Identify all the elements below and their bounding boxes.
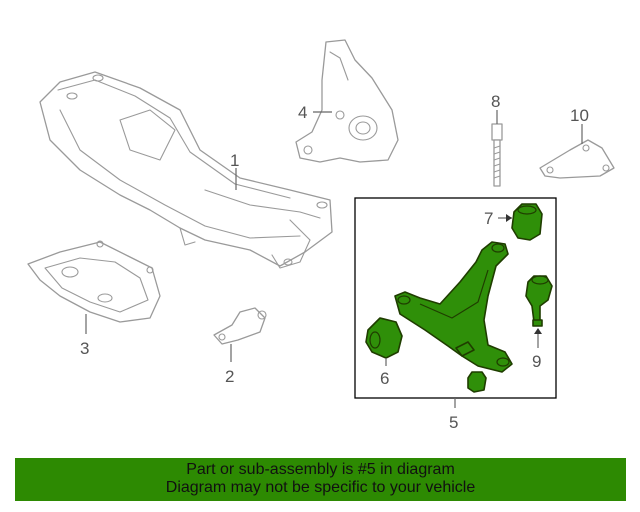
arrow-9 (534, 328, 542, 334)
part-nut (467, 371, 487, 393)
part-knuckle (295, 39, 399, 163)
info-banner: Part or sub-assembly is #5 in diagram Di… (15, 458, 626, 501)
part-bracket (213, 307, 267, 345)
callout-8: 8 (491, 92, 500, 111)
part-bushing-upper (511, 203, 543, 241)
part-bolt (491, 123, 503, 187)
callout-6: 6 (380, 369, 389, 388)
part-ball-joint (525, 275, 553, 327)
callout-3: 3 (80, 339, 89, 358)
callout-5: 5 (449, 413, 458, 432)
part-crossmember (39, 71, 333, 269)
arrow-7 (506, 214, 512, 222)
banner-line-1: Part or sub-assembly is #5 in diagram (186, 461, 455, 478)
banner-line-2: Diagram may not be specific to your vehi… (165, 479, 476, 496)
callout-9: 9 (532, 352, 541, 371)
part-control-arm (394, 241, 513, 373)
part-bushing-rear (365, 317, 403, 359)
callout-4: 4 (298, 103, 307, 122)
callout-10: 10 (570, 106, 589, 125)
part-mount-plate (539, 139, 615, 179)
part-under-cover (27, 240, 161, 323)
callout-2: 2 (225, 367, 234, 386)
callout-7: 7 (484, 209, 493, 228)
callout-1: 1 (230, 151, 239, 170)
